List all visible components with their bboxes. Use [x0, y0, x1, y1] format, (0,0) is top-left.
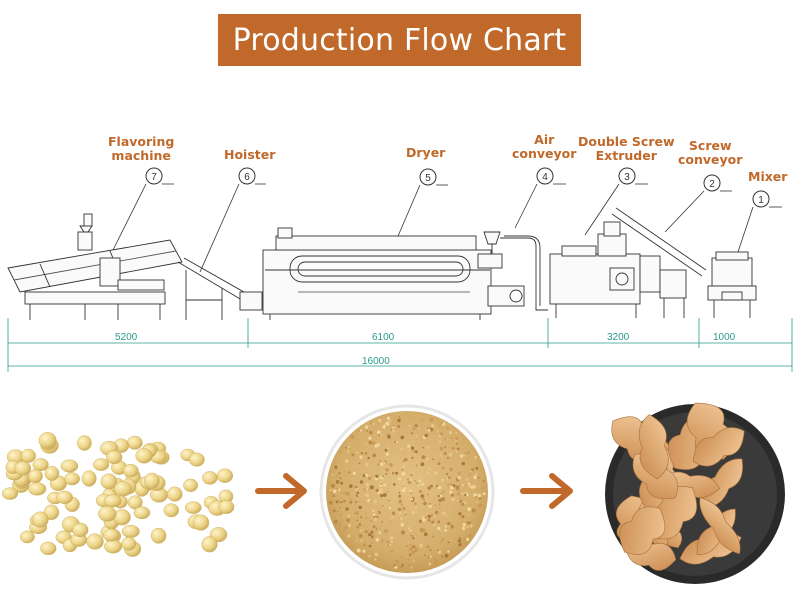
svg-text:6: 6 [244, 172, 250, 183]
dimension-total: 16000 [362, 356, 390, 367]
svg-text:4: 4 [542, 172, 548, 183]
label-mixer: Mixer [748, 169, 788, 184]
label-hoister: Hoister [224, 147, 276, 162]
arrow-right-icon [520, 473, 573, 509]
callout-7: 7 [111, 167, 174, 253]
dryer-drawing [262, 227, 525, 320]
hoister-drawing [177, 257, 263, 320]
textured-soy-protein-image [605, 402, 785, 584]
mixer-drawing [707, 251, 757, 318]
screw-conveyor-drawing [611, 207, 707, 318]
svg-text:2: 2 [709, 179, 715, 190]
arrow-right-icon [255, 473, 307, 509]
soy-powder-image [319, 404, 495, 580]
double-screw-extruder-drawing [549, 221, 661, 318]
callout-1: 1 [737, 190, 782, 253]
dimension-flavoring: 5200 [115, 332, 138, 343]
title-banner: Production Flow Chart [218, 14, 581, 66]
air-conveyor-drawing [483, 231, 548, 311]
dimension-lines [7, 318, 793, 372]
callout-4: 4 [514, 167, 566, 229]
callout-3: 3 [584, 167, 648, 236]
label-flavoring-machine: Flavoring machine [108, 134, 175, 163]
label-air-conveyor: Air conveyor [512, 132, 577, 161]
callout-6: 6 [199, 167, 266, 273]
dimension-extruder: 3200 [607, 332, 630, 343]
svg-text:1: 1 [758, 195, 764, 206]
dimension-dryer: 6100 [372, 332, 395, 343]
svg-text:7: 7 [151, 172, 157, 183]
soybeans-image [1, 432, 235, 557]
svg-text:5: 5 [425, 173, 431, 184]
page-title: Production Flow Chart [232, 22, 567, 58]
svg-text:3: 3 [624, 172, 630, 183]
flavoring-machine-drawing [7, 213, 183, 320]
label-dryer: Dryer [406, 145, 446, 160]
label-screw-conveyor: Screw conveyor [678, 138, 743, 167]
dimension-mixer: 1000 [713, 332, 736, 343]
label-double-screw-extruder: Double Screw Extruder [578, 134, 675, 163]
callout-2: 2 [664, 174, 732, 233]
callout-5: 5 [391, 168, 448, 251]
